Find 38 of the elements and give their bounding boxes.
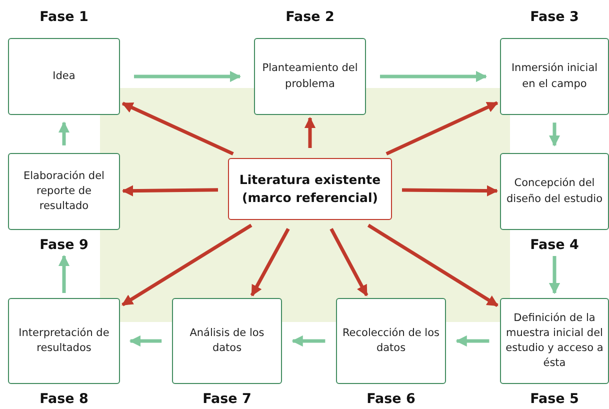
arrow [129, 335, 162, 347]
box-label: Análisis de los datos [188, 326, 266, 356]
arrow [386, 101, 498, 156]
arrow [122, 224, 252, 306]
arrow [292, 335, 326, 347]
phase-label: Fase 4 [530, 238, 579, 253]
phase-label: Fase 9 [40, 238, 88, 253]
phase-label: Fase 1 [40, 10, 88, 25]
arrow [402, 185, 498, 196]
box-label: Inmersión inicial en el campo [510, 61, 599, 92]
box-label: Interpretación de resultados [18, 326, 110, 356]
arrow [122, 185, 218, 196]
arrow [304, 116, 316, 148]
box-label: Elaboración del reporte de resultado [22, 168, 106, 214]
box-label: Literatura existente (marco referencial) [238, 170, 382, 207]
box-label: Recolección de los datos [341, 326, 440, 356]
arrow [548, 256, 560, 294]
arrow [250, 228, 290, 296]
box-label: Planteamiento del problema [261, 61, 359, 92]
arrow [134, 70, 242, 82]
arrow [380, 70, 488, 82]
phase-label: Fase 2 [286, 10, 334, 25]
box-label: Concepción del diseño del estudio [505, 176, 604, 206]
phase-label: Fase 3 [530, 10, 579, 25]
arrow [548, 122, 560, 147]
arrow [58, 254, 70, 293]
phase-label: Fase 6 [366, 392, 416, 407]
phase-label: Fase 5 [530, 392, 579, 407]
phase-label: Fase 8 [40, 392, 88, 407]
arrow [456, 335, 490, 347]
central-box [228, 158, 392, 220]
arrow [58, 121, 70, 146]
phase-label: Fase 7 [202, 392, 252, 407]
box-label: Idea [52, 68, 76, 84]
arrow [367, 224, 498, 308]
arrow [122, 102, 234, 156]
box-label: Definición de la muestra inicial del estudio y acceso a ésta [504, 310, 604, 372]
arrow [330, 228, 368, 296]
